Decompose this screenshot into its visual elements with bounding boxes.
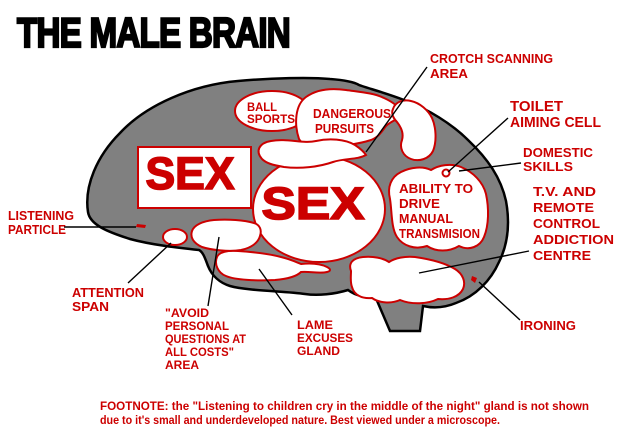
ability-drive-label: DRIVE	[399, 196, 440, 211]
ability-drive-label: TRANSMISION	[399, 226, 480, 241]
label-avoid-questions-area: ALL COSTS"	[165, 345, 234, 359]
ability-drive-label: ABILITY TO	[399, 181, 473, 196]
callout-line-tv	[418, 250, 530, 274]
label-lame-excuses-gland: LAME	[297, 318, 333, 332]
label-avoid-questions-area: AREA	[165, 358, 199, 372]
listening-particle-mark	[136, 224, 146, 228]
region-lame-excuses-gland	[215, 249, 331, 282]
label-crotch-scanning-area: CROTCH SCANNING	[430, 51, 553, 66]
label-tv-addiction-centre: ADDICTION	[533, 232, 614, 247]
label-domestic-skills: DOMESTIC	[523, 145, 594, 160]
label-tv-addiction-centre: REMOTE	[533, 200, 594, 215]
label-domestic-skills: SKILLS	[523, 159, 573, 174]
callout-line-crotch	[365, 66, 428, 153]
label-ironing: IRONING	[520, 318, 576, 333]
label-listening-particle: PARTICLE	[8, 222, 66, 237]
sex-rect-label: SEX	[146, 148, 235, 199]
callout-line-attention	[127, 242, 172, 284]
dangerous-pursuits-label: PURSUITS	[315, 121, 374, 136]
callout-line-lame	[258, 268, 293, 316]
region-attention-span	[162, 228, 188, 246]
label-tv-addiction-centre: T.V. AND	[533, 184, 596, 199]
callout-line-domestic	[458, 162, 522, 172]
label-lame-excuses-gland: GLAND	[297, 344, 340, 358]
footnote: due to it's small and underdeveloped nat…	[100, 413, 500, 427]
ability-drive-label: MANUAL	[399, 211, 453, 226]
region-crotch-scanning-area	[257, 138, 368, 169]
label-avoid-questions-area: "AVOID	[165, 306, 209, 320]
dangerous-pursuits-label: DANGEROUS	[313, 106, 391, 121]
callout-line-avoid	[207, 236, 220, 307]
sex-circle-label: SEX	[262, 178, 365, 229]
label-lame-excuses-gland: EXCUSES	[297, 331, 353, 345]
label-avoid-questions-area: QUESTIONS AT	[165, 332, 247, 346]
label-listening-particle: LISTENING	[8, 208, 74, 223]
ironing-mark	[471, 276, 477, 283]
label-toilet-aiming-cell: TOILET	[510, 98, 563, 115]
region-upper-right-lobe	[391, 99, 437, 162]
label-tv-addiction-centre: CENTRE	[533, 248, 591, 263]
label-avoid-questions-area: PERSONAL	[165, 319, 229, 333]
callout-line-toilet	[447, 117, 509, 173]
region-sex-rectangle	[137, 146, 252, 209]
page-title: THE MALE BRAIN	[17, 9, 290, 56]
label-attention-span: SPAN	[72, 299, 109, 314]
region-toilet-aiming-cell	[441, 168, 451, 178]
region-tv-addiction-centre	[349, 255, 466, 305]
region-avoid-questions-area	[190, 218, 262, 252]
footnote: FOOTNOTE: the "Listening to children cry…	[100, 399, 589, 413]
label-toilet-aiming-cell: AIMING CELL	[510, 114, 601, 131]
ball-sports-label: BALL	[247, 100, 277, 114]
label-attention-span: ATTENTION	[72, 285, 144, 300]
ball-sports-label: SPORTS	[247, 112, 295, 126]
callout-line-ironing	[478, 281, 521, 321]
region-ability-to-drive	[388, 163, 490, 252]
label-tv-addiction-centre: CONTROL	[533, 216, 600, 231]
label-crotch-scanning-area: AREA	[430, 66, 469, 81]
